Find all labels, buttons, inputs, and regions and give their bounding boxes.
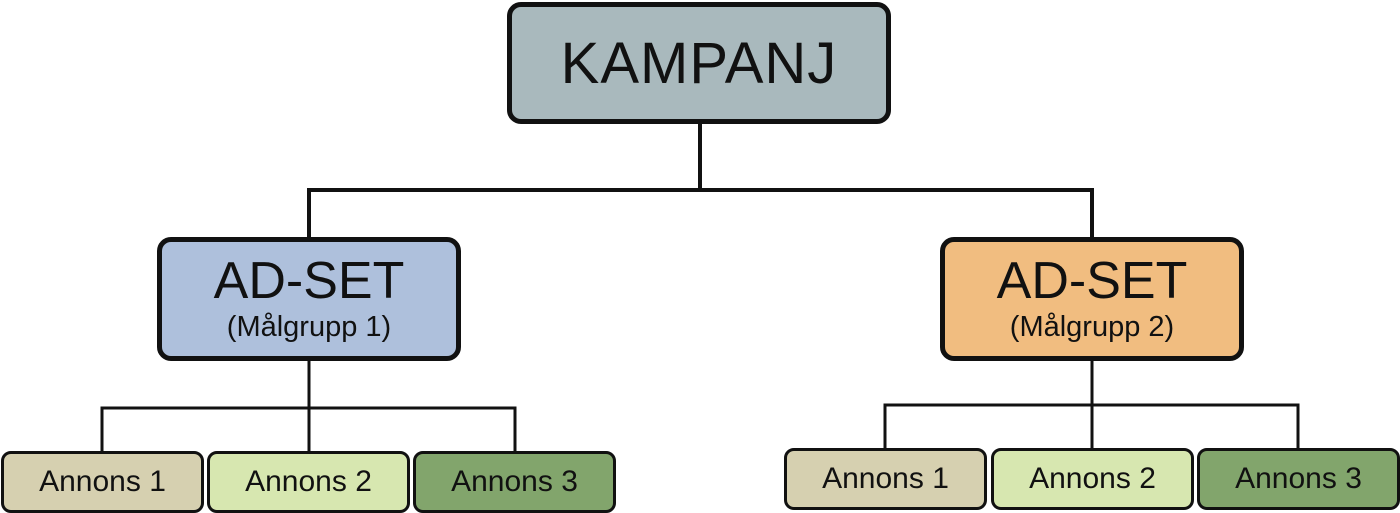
adset-1-label: AD-SET [213,252,405,310]
adset-2-ad-2: Annons 2 [991,448,1194,510]
adset-1-ad-2: Annons 2 [207,451,410,513]
adset-1-ad-1: Annons 1 [1,451,204,513]
campaign-label: KAMPANJ [560,30,838,96]
ad-label: Annons 2 [1029,462,1156,495]
adset-node-1: AD-SET (Målgrupp 1) [157,237,461,361]
campaign-node: KAMPANJ [507,2,891,124]
adset-node-2: AD-SET (Målgrupp 2) [940,237,1244,361]
adset-1-ad-3: Annons 3 [413,451,616,513]
adset-2-ad-3: Annons 3 [1197,448,1400,510]
adset-1-sublabel: (Målgrupp 1) [226,311,392,343]
ad-label: Annons 3 [451,465,578,498]
adset-2-sublabel: (Målgrupp 2) [1009,311,1175,343]
ad-label: Annons 3 [1235,462,1362,495]
adset-2-label: AD-SET [996,252,1188,310]
adset-2-ad-1: Annons 1 [784,448,987,510]
ad-label: Annons 1 [822,462,949,495]
ad-label: Annons 1 [39,465,166,498]
ad-label: Annons 2 [245,465,372,498]
